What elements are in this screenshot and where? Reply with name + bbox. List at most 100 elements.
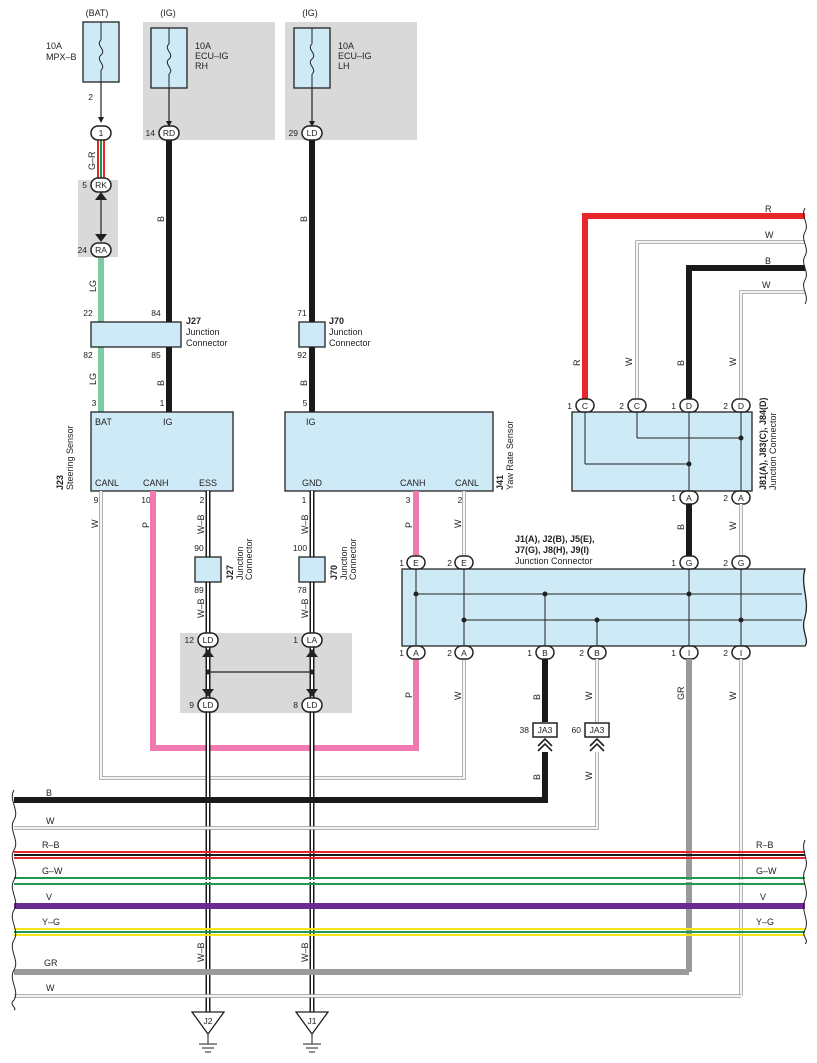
fuse-mpx-b: (BAT) 10A MPX–B	[46, 8, 120, 83]
svg-text:1: 1	[671, 558, 676, 568]
svg-text:P: P	[141, 522, 151, 528]
svg-text:Junction: Junction	[186, 327, 220, 337]
svg-text:W: W	[728, 357, 738, 366]
svg-text:I: I	[740, 648, 742, 658]
svg-text:JA3: JA3	[538, 725, 553, 735]
svg-text:J27: J27	[186, 316, 201, 326]
conn-ld-8: LD 8	[293, 697, 323, 713]
svg-text:B: B	[676, 360, 686, 366]
svg-text:R: R	[572, 359, 582, 366]
svg-text:1: 1	[671, 401, 676, 411]
svg-text:1: 1	[527, 648, 532, 658]
svg-text:W: W	[90, 519, 100, 528]
conn-d-1: D 1	[671, 398, 699, 413]
svg-text:W: W	[584, 691, 594, 700]
ground-j2: J2	[190, 1011, 226, 1053]
svg-text:RA: RA	[95, 245, 107, 255]
svg-text:GR: GR	[676, 686, 686, 700]
svg-text:W–B: W–B	[300, 598, 310, 618]
conn-la-1: LA 1	[293, 632, 323, 648]
fuse-rh-source: (IG)	[160, 8, 176, 18]
svg-text:90: 90	[194, 543, 204, 553]
svg-text:D: D	[738, 401, 744, 411]
conn-a-1-main: A 1	[399, 645, 426, 660]
svg-text:R–B: R–B	[756, 840, 774, 850]
conn-a-2-top: A 2	[723, 490, 751, 505]
svg-text:B: B	[594, 648, 600, 658]
svg-text:Y–G: Y–G	[756, 917, 774, 927]
svg-text:J7(G), J8(H), J9(I): J7(G), J8(H), J9(I)	[515, 545, 589, 555]
fuse-bat-name: MPX–B	[46, 52, 77, 62]
svg-text:J81(A), J83(C), J84(D): J81(A), J83(C), J84(D)	[758, 397, 768, 490]
svg-text:84: 84	[151, 308, 161, 318]
svg-text:38: 38	[520, 725, 530, 735]
fuse-lh-source: (IG)	[302, 8, 318, 18]
svg-text:3: 3	[92, 398, 97, 408]
conn-b-1: B 1	[527, 645, 555, 660]
svg-text:W: W	[584, 771, 594, 780]
svg-text:8: 8	[293, 700, 298, 710]
svg-text:1: 1	[399, 648, 404, 658]
svg-text:W–B: W–B	[196, 598, 206, 618]
svg-text:P: P	[404, 692, 414, 698]
steering-sensor-j23: BAT IG CANL CANH ESS J23 Steering Sensor	[55, 411, 234, 492]
svg-text:100: 100	[293, 543, 307, 553]
svg-text:Y–G: Y–G	[42, 917, 60, 927]
svg-text:W: W	[624, 357, 634, 366]
svg-text:85: 85	[151, 350, 161, 360]
svg-text:A: A	[413, 648, 419, 658]
svg-text:W: W	[762, 280, 771, 290]
svg-text:2: 2	[447, 558, 452, 568]
svg-text:J2: J2	[204, 1016, 213, 1026]
svg-text:2: 2	[579, 648, 584, 658]
svg-text:W: W	[728, 691, 738, 700]
svg-text:60: 60	[572, 725, 582, 735]
svg-text:J1: J1	[308, 1016, 317, 1026]
svg-text:Steering Sensor: Steering Sensor	[65, 425, 75, 490]
conn-g-2: G 2	[723, 555, 751, 570]
svg-text:A: A	[461, 648, 467, 658]
svg-text:V: V	[46, 892, 52, 902]
svg-text:C: C	[634, 401, 640, 411]
wire-r-top	[582, 213, 805, 400]
svg-text:Junction: Junction	[235, 546, 245, 580]
conn-c-1: C 1	[567, 398, 595, 413]
svg-text:IG: IG	[306, 417, 316, 427]
conn-d-2: D 2	[723, 398, 751, 413]
conn-e-2: E 2	[447, 555, 474, 570]
wire-label-lg-1: LG	[88, 280, 98, 292]
svg-text:B: B	[532, 694, 542, 700]
svg-text:LD: LD	[307, 128, 318, 138]
wire-b-top	[686, 265, 805, 400]
svg-text:1: 1	[399, 558, 404, 568]
svg-text:9: 9	[189, 700, 194, 710]
svg-text:W–B: W–B	[196, 514, 206, 534]
svg-text:5: 5	[303, 398, 308, 408]
svg-text:5: 5	[82, 180, 87, 190]
svg-text:2: 2	[200, 495, 205, 505]
conn-ja3-60: JA3 60	[572, 722, 610, 752]
svg-text:Connector: Connector	[348, 538, 358, 580]
svg-text:71: 71	[297, 308, 307, 318]
svg-text:LD: LD	[307, 700, 318, 710]
svg-text:LD: LD	[203, 700, 214, 710]
wire-y-g-bottom	[14, 928, 805, 936]
svg-text:2: 2	[723, 558, 728, 568]
conn-i-1: I 1	[671, 645, 699, 660]
svg-text:RD: RD	[163, 128, 175, 138]
svg-text:GND: GND	[302, 478, 323, 488]
svg-text:Connector: Connector	[244, 538, 254, 580]
fuse-lh-name1: ECU–IG	[338, 51, 372, 61]
svg-text:14: 14	[146, 128, 156, 138]
svg-text:B: B	[532, 774, 542, 780]
conn-rd: RD 14	[146, 125, 180, 141]
wire-label-b-3: B	[299, 216, 309, 222]
fuse-rh-name1: ECU–IG	[195, 51, 229, 61]
svg-text:G: G	[686, 558, 693, 568]
conn-ja3-38: JA3 38	[520, 722, 558, 752]
pin-fuse-bat-2: 2	[88, 92, 93, 102]
svg-text:29: 29	[289, 128, 299, 138]
svg-text:22: 22	[83, 308, 93, 318]
ground-j1: J1	[294, 1011, 330, 1053]
